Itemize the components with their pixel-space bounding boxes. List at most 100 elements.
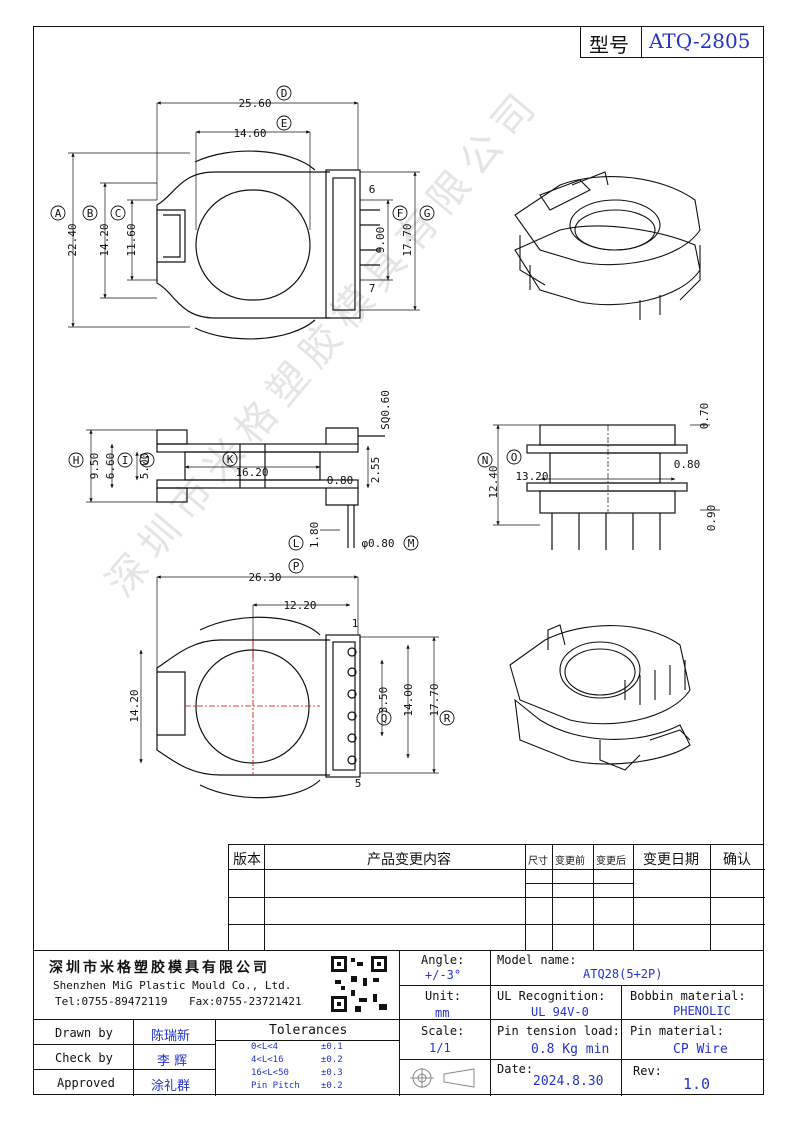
- marker-R: R: [444, 712, 451, 725]
- rev-h-after: 变更后: [596, 856, 626, 867]
- dim-C: 11.60: [125, 223, 138, 256]
- dim-H: 9.50: [88, 453, 101, 480]
- tol-value-2: ±0.2: [321, 1055, 343, 1065]
- dim-P: 26.30: [248, 571, 281, 584]
- tol-range-1: 0<L<4: [251, 1042, 279, 1052]
- dim-E: 14.60: [233, 127, 266, 140]
- top-body-outline: [156, 171, 330, 319]
- iso-view-top: [514, 171, 701, 320]
- bottom-view: [139, 575, 439, 799]
- revision-table: 版本 产品变更内容 尺寸 变更前 变更后 变更日期 确认: [228, 844, 765, 951]
- rev-label: Rev:: [633, 1064, 662, 1078]
- drawn-by: 陈瑞新: [151, 1029, 191, 1044]
- rev-h-confirm: 确认: [723, 852, 751, 868]
- dim-F: 9.00: [374, 227, 387, 254]
- model-label: 型号: [589, 33, 629, 57]
- ul-label: UL Recognition:: [497, 989, 606, 1003]
- dim-h255: 2.55: [369, 457, 382, 484]
- dim-B: 14.20: [98, 223, 111, 256]
- marker-O: O: [511, 451, 518, 464]
- dim-w1320: 13.20: [515, 470, 548, 483]
- iso-view-bottom: [509, 624, 691, 771]
- dim-sq: SQ0.60: [379, 390, 392, 430]
- top-window: [195, 189, 311, 301]
- qr-code: [329, 954, 389, 1014]
- dim-o080: 0.80: [674, 458, 701, 471]
- dim-G: 17.70: [401, 223, 414, 256]
- marker-Q: Q: [381, 712, 388, 725]
- tol-range-4: Pin Pitch: [251, 1081, 300, 1091]
- tol-range-2: 4<L<16: [251, 1055, 284, 1065]
- rev-value: 1.0: [683, 1075, 711, 1093]
- marker-G: G: [424, 207, 431, 220]
- tol-value-1: ±0.1: [321, 1042, 343, 1052]
- dim-q1400: 14.00: [402, 683, 415, 716]
- rev-h-size: 尺寸: [528, 856, 548, 867]
- dim-J: 5.00: [138, 453, 151, 480]
- pin-7: 7: [369, 282, 376, 295]
- marker-A: A: [55, 207, 62, 220]
- marker-P: P: [293, 560, 300, 573]
- marker-J: J: [144, 454, 151, 467]
- marker-N: N: [482, 454, 489, 467]
- top-terminal-block: [325, 169, 361, 319]
- bobbin-value: PHENOLIC: [673, 1004, 731, 1018]
- pin-material-label: Pin material:: [630, 1024, 724, 1038]
- drawn-label: Drawn by: [55, 1026, 113, 1040]
- rev-h-before: 变更前: [555, 856, 585, 867]
- company-name: 深圳市米格塑胶模具有限公司: [49, 960, 270, 976]
- center-lines: [185, 640, 320, 775]
- side-view: [86, 427, 385, 548]
- tol-range-3: 16<L<50: [251, 1068, 289, 1078]
- pin-1: 1: [352, 617, 359, 630]
- dim-A: 22.40: [66, 223, 79, 256]
- projection-symbol-icon: [410, 1068, 475, 1088]
- dim-K: 16.20: [235, 466, 268, 479]
- model-name-value: ATQ28(5+2P): [583, 967, 663, 981]
- dim-Q: 3.50: [377, 687, 390, 714]
- tolerances-title: Tolerances: [269, 1023, 348, 1038]
- dim-L: 1.80: [308, 522, 321, 549]
- scale-value: 1/1: [429, 1041, 451, 1055]
- marker-C: C: [115, 207, 122, 220]
- angle-value: +/-3°: [425, 968, 462, 982]
- dim-k080: 0.80: [327, 474, 354, 487]
- tension-value: 0.8 Kg min: [531, 1042, 610, 1057]
- marker-I: I: [122, 454, 129, 467]
- marker-F: F: [397, 207, 404, 220]
- pin-5: 5: [355, 777, 362, 790]
- marker-H: H: [73, 454, 80, 467]
- dim-D: 25.60: [238, 97, 271, 110]
- company-fax: Fax:0755-23721421: [189, 995, 302, 1008]
- scale-label: Scale:: [421, 1024, 465, 1038]
- date-label: Date:: [497, 1062, 534, 1076]
- model-title-box: 型号 ATQ-2805: [580, 26, 764, 58]
- marker-D: D: [281, 87, 288, 100]
- marker-M: M: [408, 537, 415, 550]
- company-name-en: Shenzhen MiG Plastic Mould Co., Ltd.: [53, 979, 292, 992]
- approved-by: 涂礼群: [151, 1079, 191, 1094]
- dim-p1220: 12.20: [283, 599, 316, 612]
- dim-M: φ0.80: [361, 537, 394, 550]
- check-label: Check by: [55, 1051, 113, 1065]
- tol-value-4: ±0.2: [321, 1081, 343, 1091]
- marker-L: L: [293, 537, 300, 550]
- company-tel: Tel:0755-89472119: [55, 995, 168, 1008]
- dim-I: 6.60: [104, 453, 117, 480]
- dim-o090: 0.90: [705, 505, 718, 532]
- check-by: 李 辉: [157, 1054, 188, 1069]
- dim-N: 12.40: [487, 465, 500, 498]
- tension-label: Pin tension load:: [497, 1024, 620, 1038]
- title-block: 深圳市米格塑胶模具有限公司 Shenzhen MiG Plastic Mould…: [33, 950, 764, 1096]
- rev-h-content: 产品变更内容: [367, 852, 451, 868]
- approved-label: Approved: [57, 1076, 115, 1090]
- pin-6: 6: [369, 183, 376, 196]
- tol-value-3: ±0.3: [321, 1068, 343, 1078]
- dim-b1420: 14.20: [128, 689, 141, 722]
- drawing-frame: [33, 26, 764, 1095]
- unit-label: Unit:: [425, 989, 462, 1003]
- model-code: ATQ-2805: [649, 29, 751, 53]
- unit-value: mm: [435, 1006, 450, 1020]
- marker-E: E: [281, 117, 288, 130]
